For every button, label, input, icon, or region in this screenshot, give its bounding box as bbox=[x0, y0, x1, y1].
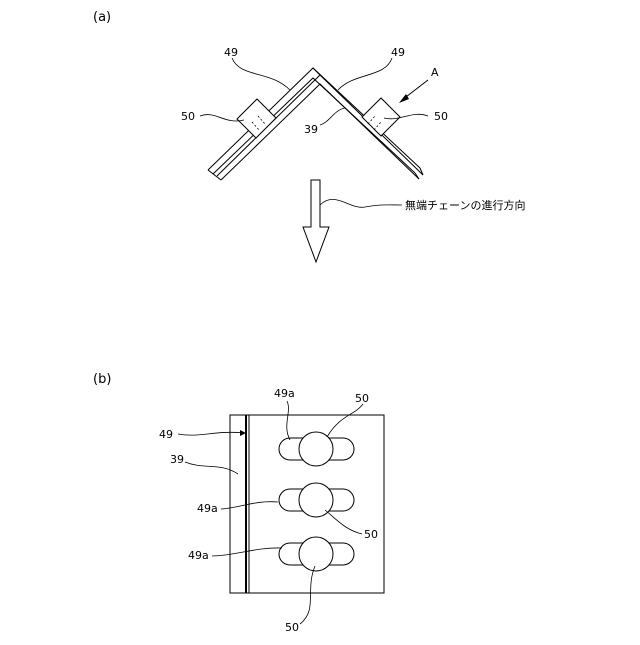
label-50-right: 50 bbox=[434, 110, 448, 123]
label-49-b: 49 bbox=[159, 428, 173, 441]
label-50-bot: 50 bbox=[285, 621, 299, 634]
figure-b: (b) 49 39 49a 50 bbox=[93, 372, 384, 634]
label-49-right: 49 bbox=[391, 46, 405, 59]
leader-50-mid bbox=[325, 510, 362, 534]
panel-label-a: (a) bbox=[93, 10, 111, 25]
roller-50-bot bbox=[299, 537, 333, 571]
leader-50-bot bbox=[300, 566, 315, 624]
leader-49-left bbox=[232, 58, 290, 90]
label-49a-mid: 49a bbox=[197, 502, 218, 515]
label-49a-bot: 49a bbox=[188, 549, 209, 562]
label-39: 39 bbox=[304, 123, 318, 136]
leader-50-top bbox=[327, 404, 363, 437]
slot-assembly-top bbox=[279, 432, 354, 466]
leader-49-b bbox=[178, 432, 244, 435]
direction-label: 無端チェーンの進行方向 bbox=[405, 198, 525, 212]
label-49a-top: 49a bbox=[274, 387, 295, 400]
label-50-top: 50 bbox=[355, 392, 369, 405]
plate-end-left bbox=[208, 170, 221, 180]
leader-49a-top bbox=[287, 401, 290, 440]
plate-apex bbox=[313, 68, 320, 75]
label-50-mid: 50 bbox=[364, 528, 378, 541]
roller-50-top bbox=[299, 432, 333, 466]
direction-arrow bbox=[303, 180, 329, 262]
leader-direction bbox=[320, 199, 402, 207]
slot-assembly-bot bbox=[279, 537, 354, 571]
leader-49-right bbox=[338, 58, 392, 90]
panel-label-b: (b) bbox=[93, 372, 111, 387]
label-49-left: 49 bbox=[224, 46, 238, 59]
slot-assembly-mid bbox=[279, 483, 354, 517]
leader-39 bbox=[320, 108, 345, 125]
figure-a: (a) bbox=[93, 10, 525, 262]
label-50-left: 50 bbox=[181, 110, 195, 123]
label-view-a: A bbox=[431, 66, 439, 79]
label-39-b: 39 bbox=[170, 453, 184, 466]
